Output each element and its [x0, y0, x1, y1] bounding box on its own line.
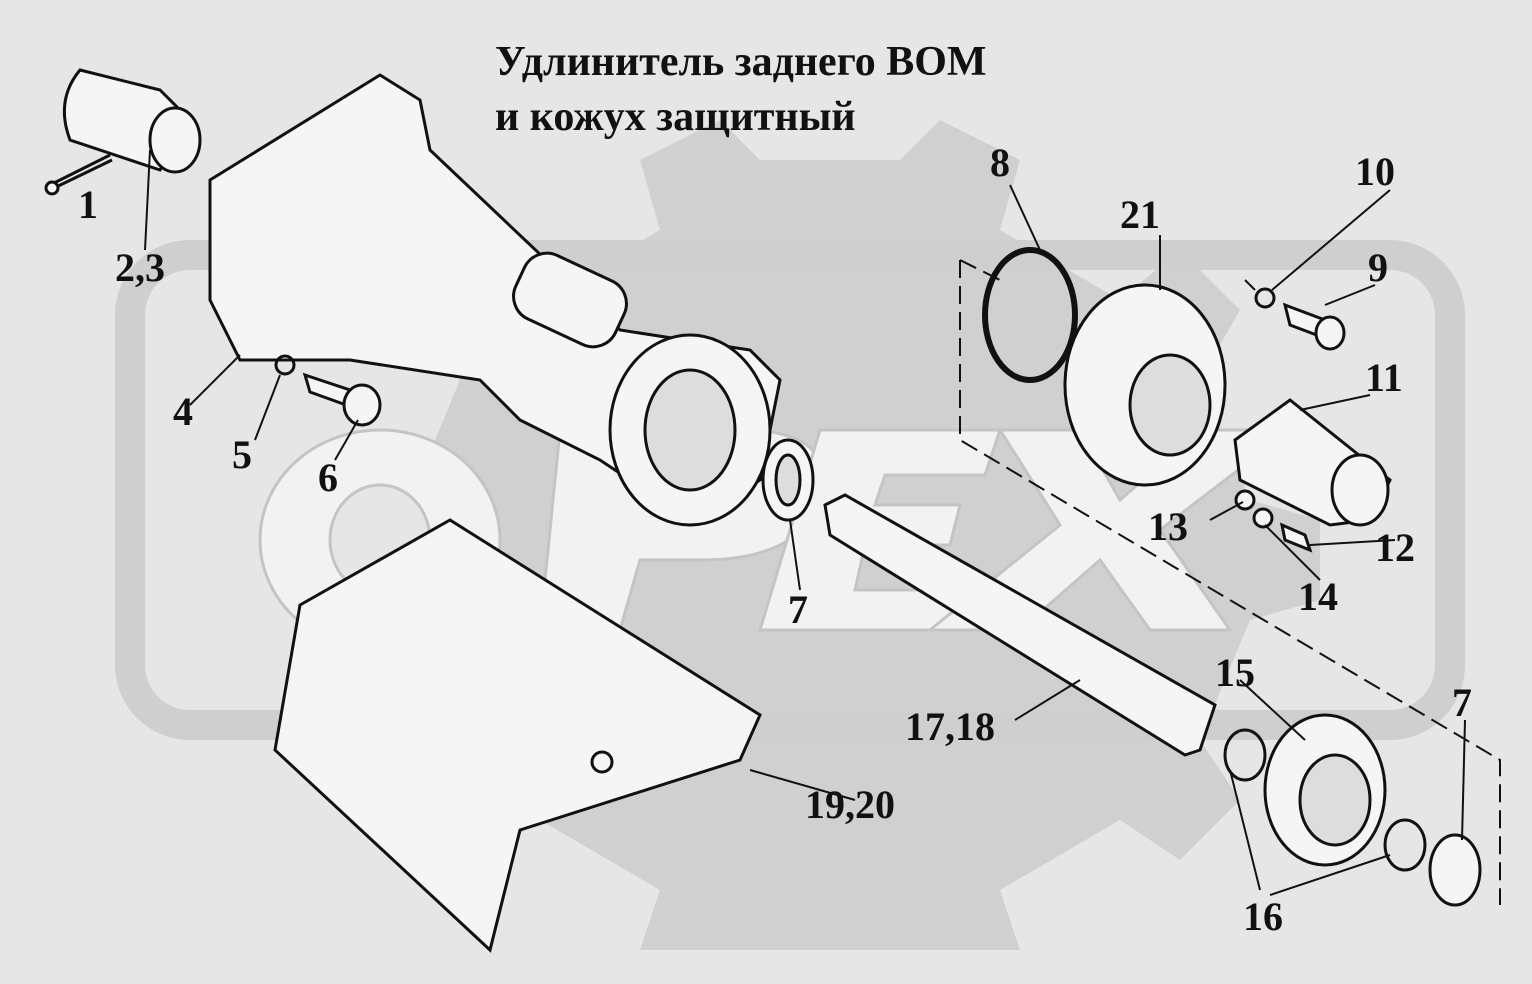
label-part-19-20: 19,20 [805, 782, 895, 827]
label-part-2-3: 2,3 [115, 245, 165, 290]
label-part-6: 6 [318, 455, 338, 500]
label-part-11: 11 [1365, 355, 1403, 400]
label-part-13: 13 [1148, 504, 1188, 549]
o-ring [982, 247, 1078, 383]
label-part-12: 12 [1375, 525, 1415, 570]
label-part-7-seal: 7 [788, 587, 808, 632]
label-part-14: 14 [1298, 574, 1338, 619]
label-part-21: 21 [1120, 192, 1160, 237]
cotter-pin [49, 153, 113, 192]
label-part-7-seal-rear: 7 [1452, 680, 1472, 725]
label-part-8: 8 [990, 140, 1010, 185]
label-part-4: 4 [173, 389, 193, 434]
label-part-10: 10 [1355, 149, 1395, 194]
label-part-16: 16 [1243, 894, 1283, 939]
diagram-title-line2: и кожух защитный [495, 94, 856, 140]
parts-drawing [44, 68, 1501, 953]
label-part-15: 15 [1215, 650, 1255, 695]
label-part-9: 9 [1368, 245, 1388, 290]
watermark-frame [115, 240, 1465, 740]
label-part-17-18: 17,18 [905, 704, 995, 749]
protective-shield [273, 518, 762, 953]
label-part-1: 1 [78, 182, 98, 227]
diagram-title-line1: Удлинитель заднего ВОМ [495, 39, 987, 85]
label-part-5: 5 [232, 432, 252, 477]
pto-shaft [823, 493, 1217, 757]
